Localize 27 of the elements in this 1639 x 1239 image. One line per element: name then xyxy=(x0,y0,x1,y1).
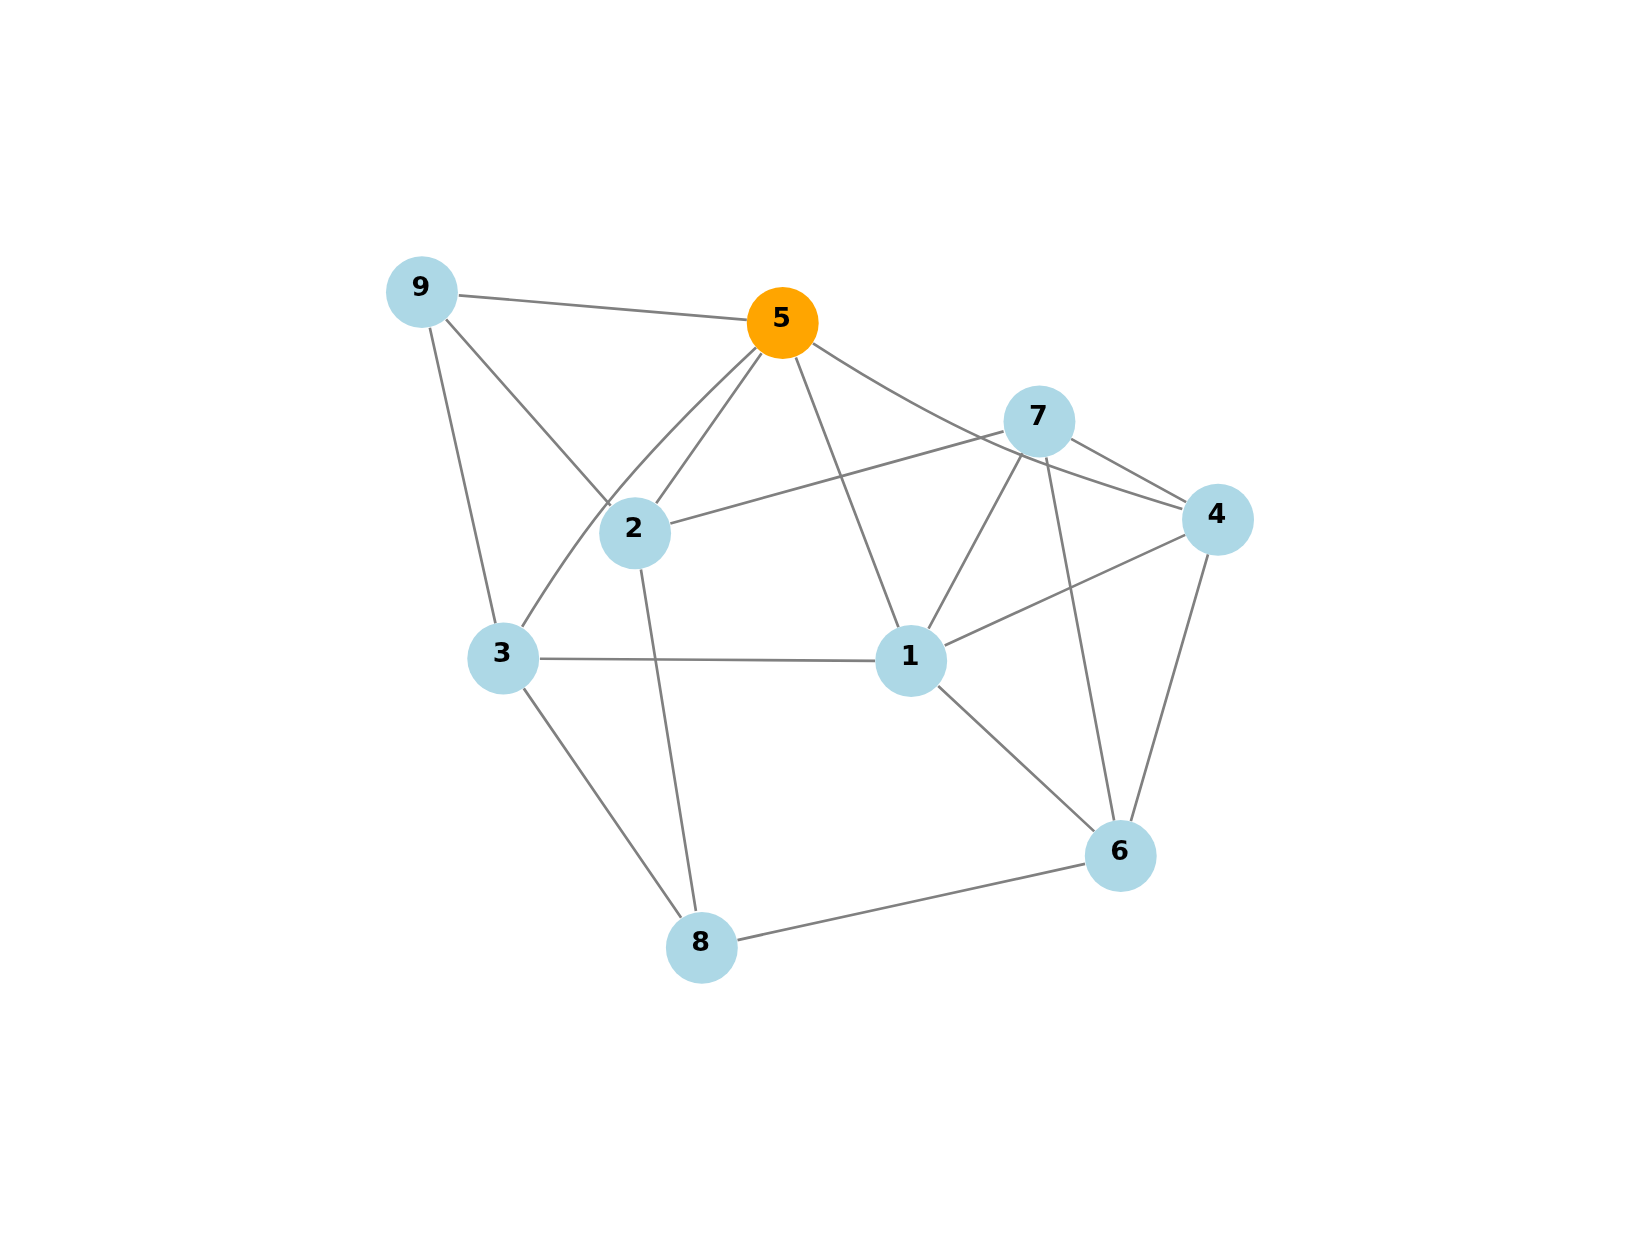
node-circle: 6 xyxy=(1084,819,1157,892)
node-circle: 8 xyxy=(665,911,738,984)
node-circle: 1 xyxy=(874,624,947,697)
connector xyxy=(654,351,763,504)
connector xyxy=(458,293,747,321)
connector xyxy=(669,429,1004,525)
connector xyxy=(522,687,682,918)
node-circle: 5 xyxy=(746,286,819,359)
connector xyxy=(520,346,757,627)
connector xyxy=(639,568,697,911)
connector xyxy=(1044,456,1115,821)
node-circle: 2 xyxy=(598,496,671,569)
connector xyxy=(444,318,612,507)
node-circle: 7 xyxy=(1003,384,1075,457)
node-circle: 4 xyxy=(1181,483,1254,556)
node-circle: 3 xyxy=(466,622,539,694)
connector xyxy=(811,341,1183,510)
connector xyxy=(1129,553,1209,821)
connector xyxy=(936,684,1095,832)
connector xyxy=(539,656,875,662)
connector xyxy=(428,326,497,624)
node-circle: 9 xyxy=(385,255,458,328)
connector xyxy=(926,452,1024,629)
connector xyxy=(1069,437,1187,503)
connector xyxy=(736,862,1085,941)
connector xyxy=(943,533,1186,647)
connector xyxy=(794,356,900,628)
